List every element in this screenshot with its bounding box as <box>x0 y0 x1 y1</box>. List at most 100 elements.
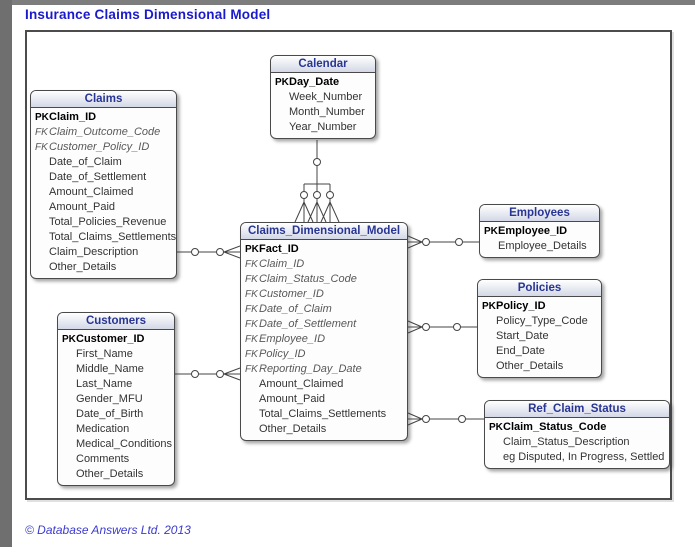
copyright-text: © Database Answers Ltd. 2013 <box>25 523 191 537</box>
field-row: Month_Number <box>271 105 375 120</box>
field-key-label: PK <box>489 422 503 433</box>
field-key-label: FK <box>35 127 48 138</box>
field-name-label: Other_Details <box>49 261 117 273</box>
field-name-label: Day_Date <box>289 76 340 88</box>
field-key-label <box>58 347 76 362</box>
field-key-label <box>31 170 49 185</box>
field-key-label <box>58 392 76 407</box>
connector-fact-policies <box>407 320 477 334</box>
field-key-label <box>31 215 49 230</box>
field-name-label: Last_Name <box>76 378 133 390</box>
field-key-label <box>478 359 496 374</box>
field-key-label: FK <box>245 319 258 330</box>
field-name-label: Date_of_Settlement <box>259 318 357 330</box>
connector-fact-refclaimstatus <box>407 412 484 426</box>
field-key-label: FK <box>245 304 258 315</box>
field-row: Year_Number <box>271 120 375 135</box>
field-name-label: Customer_Policy_ID <box>49 141 150 153</box>
entity-title: Calendar <box>271 56 375 73</box>
field-name-label: Amount_Claimed <box>49 186 134 198</box>
field-name-label: Policy_ID <box>259 348 306 360</box>
field-key-label <box>31 155 49 170</box>
field-key-label: PK <box>275 77 289 88</box>
field-name-label: Total_Claims_Settlements <box>49 231 177 243</box>
field-key-label <box>485 435 503 450</box>
field-key-label: PK <box>482 301 496 312</box>
field-name-label: Month_Number <box>289 106 365 118</box>
field-name-label: Policy_ID <box>496 300 546 312</box>
field-key-label: FK <box>245 274 258 285</box>
field-name-label: Date_of_Settlement <box>49 171 147 183</box>
field-name-label: Employee_ID <box>498 225 568 237</box>
field-name-label: Gender_MFU <box>76 393 143 405</box>
field-row: Date_of_Birth <box>58 407 174 422</box>
field-key-label <box>241 407 259 422</box>
entity-title: Claims <box>31 91 176 108</box>
field-row: Amount_Claimed <box>31 185 176 200</box>
field-row: Total_Claims_Settlements <box>31 230 176 245</box>
field-row: Date_of_Claim <box>31 155 176 170</box>
window-left-edge <box>0 0 12 547</box>
field-key-label <box>271 120 289 135</box>
field-row: Week_Number <box>271 90 375 105</box>
field-key-label: FK <box>245 349 258 360</box>
field-name-label: Customer_ID <box>76 333 145 345</box>
field-name-label: Amount_Claimed <box>259 378 344 390</box>
field-key-label <box>31 185 49 200</box>
entity-title: Customers <box>58 313 174 330</box>
field-key-label <box>58 377 76 392</box>
field-key-label <box>58 452 76 467</box>
field-key-label: FK <box>245 259 258 270</box>
field-key-label <box>271 105 289 120</box>
field-key-label <box>478 314 496 329</box>
field-key-label <box>31 260 49 275</box>
field-key-label: FK <box>245 289 258 300</box>
page-title: Insurance Claims Dimensional Model <box>25 7 271 22</box>
field-row: Other_Details <box>241 422 407 437</box>
field-key-label <box>485 450 503 465</box>
field-key-label <box>241 377 259 392</box>
field-row: Middle_Name <box>58 362 174 377</box>
field-row: Claim_Description <box>31 245 176 260</box>
field-row: Comments <box>58 452 174 467</box>
field-name-label: Date_of_Claim <box>259 303 332 315</box>
field-key-label: PK <box>62 334 76 345</box>
field-key-label: PK <box>35 112 49 123</box>
connector-customers-fact <box>175 367 241 381</box>
field-name-label: Medical_Conditions <box>76 438 172 450</box>
entity-title: Policies <box>478 280 601 297</box>
field-key-label: FK <box>35 142 48 153</box>
field-name-label: Fact_ID <box>259 243 299 255</box>
field-row: End_Date <box>478 344 601 359</box>
field-key-label <box>271 90 289 105</box>
field-key-label <box>241 392 259 407</box>
field-name-label: eg Disputed, In Progress, Settled <box>503 451 665 463</box>
field-name-label: Week_Number <box>289 91 363 103</box>
field-row: Other_Details <box>58 467 174 482</box>
field-row: Total_Claims_Settlements <box>241 407 407 422</box>
field-key-label: FK <box>245 364 258 375</box>
field-name-label: Claim_Description <box>49 246 139 258</box>
field-name-label: Reporting_Day_Date <box>259 363 362 375</box>
connector-claims-fact <box>177 245 241 259</box>
field-name-label: Claim_Status_Description <box>503 436 630 448</box>
field-name-label: Amount_Paid <box>259 393 326 405</box>
field-name-label: Claim_Status_Code <box>503 421 607 433</box>
